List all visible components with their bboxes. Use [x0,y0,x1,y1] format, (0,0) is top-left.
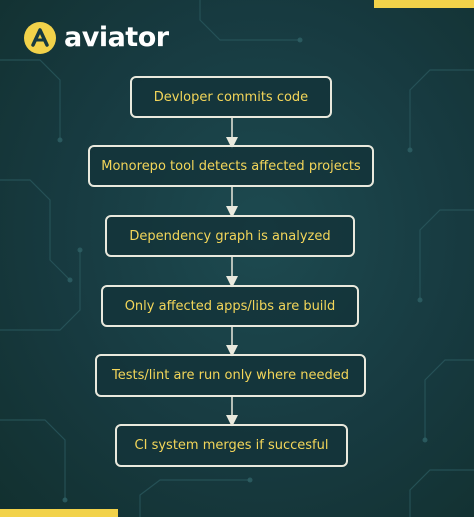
flow-step-5: Tests/lint are run only where needed [95,354,366,397]
corner-accent-bottom-left [0,509,118,517]
flow-step-6: CI system merges if succesful [115,424,348,467]
flow-step-1: Devloper commits code [130,76,332,118]
flow-step-4: Only affected apps/libs are build [101,285,359,327]
brand-name: aviator [64,22,169,53]
brand-logo: aviator [24,22,169,54]
flow-step-2: Monorepo tool detects affected projects [88,145,374,187]
corner-accent-top-right [374,0,474,8]
aviator-logo-icon [24,22,56,54]
flow-step-3: Dependency graph is analyzed [105,215,355,257]
